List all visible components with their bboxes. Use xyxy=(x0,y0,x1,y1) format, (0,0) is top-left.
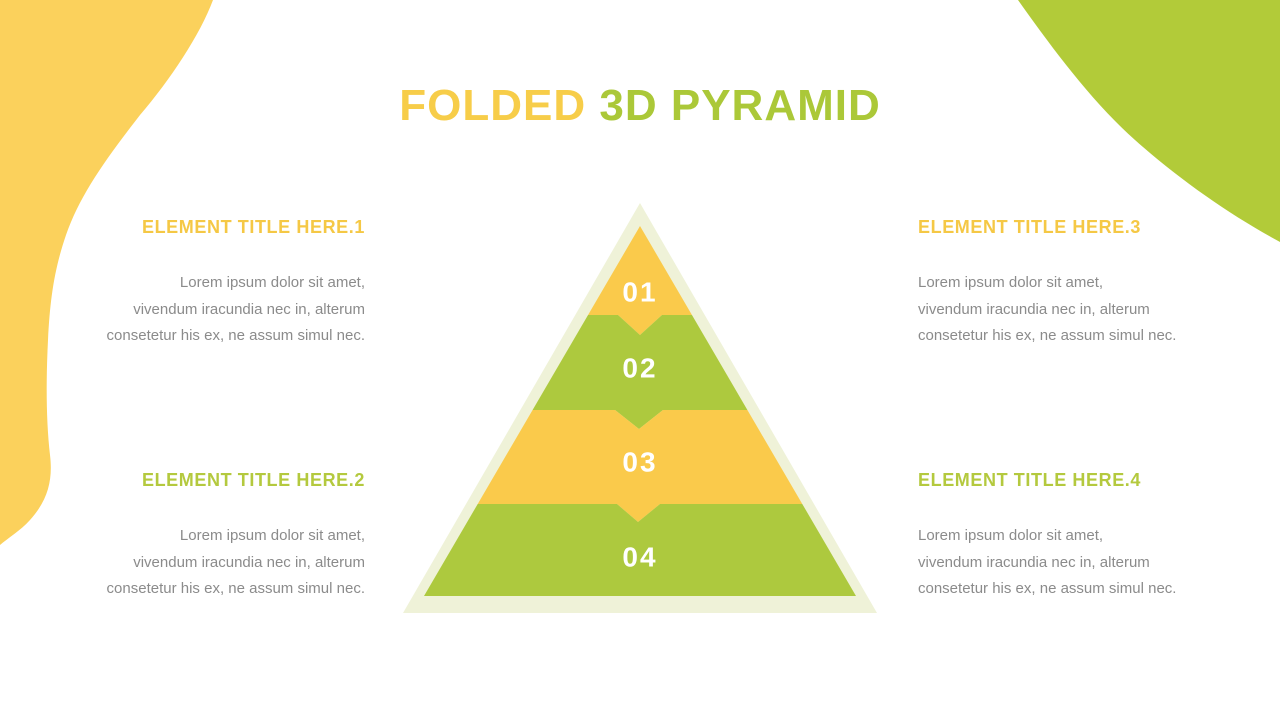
element-block-2: ELEMENT TITLE HERE.2 Lorem ipsum dolor s… xyxy=(60,469,365,603)
body-line: consetetur his ex, ne assum simul nec. xyxy=(918,327,1177,344)
element-body-2: Lorem ipsum dolor sit amet, vivendum ira… xyxy=(60,523,365,603)
pyramid-level-1-label: 01 xyxy=(622,277,657,308)
element-block-3: ELEMENT TITLE HERE.3 Lorem ipsum dolor s… xyxy=(918,216,1223,350)
body-line: Lorem ipsum dolor sit amet, xyxy=(179,527,365,544)
body-line: vivendum iracundia nec in, alterum xyxy=(918,553,1150,571)
element-body-1: Lorem ipsum dolor sit amet, vivendum ira… xyxy=(60,270,365,350)
element-block-1: ELEMENT TITLE HERE.1 Lorem ipsum dolor s… xyxy=(60,216,365,350)
element-body-3: Lorem ipsum dolor sit amet, vivendum ira… xyxy=(918,270,1223,350)
element-title-1: ELEMENT TITLE HERE.1 xyxy=(141,217,365,237)
body-line: consetetur his ex, ne assum simul nec. xyxy=(918,580,1177,597)
slide-title-part2: 3D PYRAMID xyxy=(599,81,881,130)
body-line: Lorem ipsum dolor sit amet, xyxy=(179,274,365,291)
pyramid-level-3-label: 03 xyxy=(622,447,657,478)
body-line: consetetur his ex, ne assum simul nec. xyxy=(106,580,365,597)
element-title-3: ELEMENT TITLE HERE.3 xyxy=(918,217,1142,237)
element-title-4: ELEMENT TITLE HERE.4 xyxy=(918,470,1142,490)
body-line: Lorem ipsum dolor sit amet, xyxy=(918,274,1104,291)
element-block-4: ELEMENT TITLE HERE.4 Lorem ipsum dolor s… xyxy=(918,469,1223,603)
pyramid-level-4-label: 04 xyxy=(622,542,657,573)
body-line: vivendum iracundia nec in, alterum xyxy=(133,553,365,571)
folded-pyramid-diagram: 01 02 03 04 xyxy=(403,203,877,613)
pyramid-level-2-label: 02 xyxy=(622,353,657,384)
left-yellow-blob xyxy=(0,0,213,545)
body-line: Lorem ipsum dolor sit amet, xyxy=(918,527,1104,544)
slide-title: FOLDED 3D PYRAMID xyxy=(0,84,1280,128)
body-line: vivendum iracundia nec in, alterum xyxy=(133,300,365,318)
body-line: vivendum iracundia nec in, alterum xyxy=(918,300,1150,318)
pyramid-level-3 xyxy=(424,410,856,522)
element-title-2: ELEMENT TITLE HERE.2 xyxy=(141,470,365,490)
pyramid-level-4 xyxy=(424,504,856,596)
element-body-4: Lorem ipsum dolor sit amet, vivendum ira… xyxy=(918,523,1223,603)
body-line: consetetur his ex, ne assum simul nec. xyxy=(106,327,365,344)
top-right-green-blob xyxy=(1018,0,1280,242)
slide-title-part1: FOLDED xyxy=(399,81,587,130)
